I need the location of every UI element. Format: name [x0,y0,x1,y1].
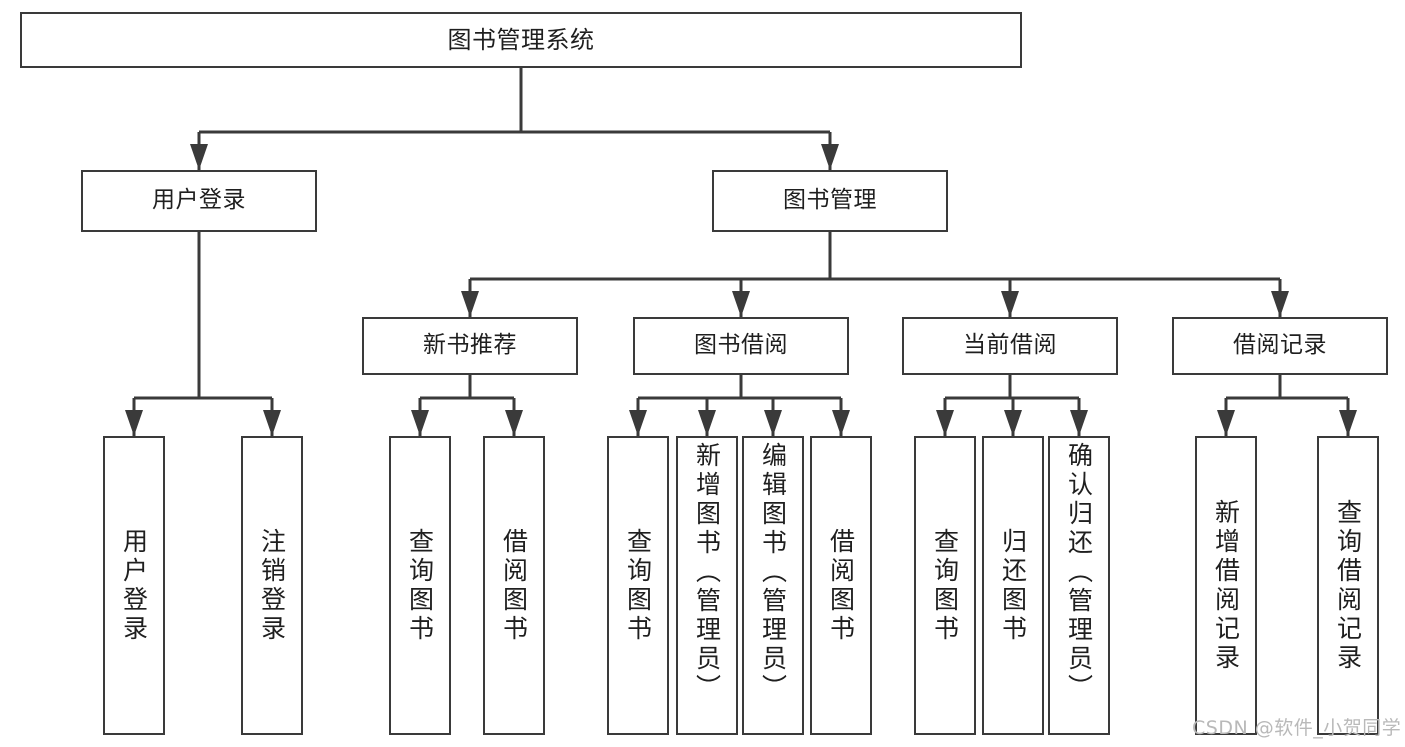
node-label: 查询图书 [405,527,435,644]
node-leaf-new-query: 查询图书 [389,436,451,735]
node-label: 新增借阅记录 [1211,498,1241,673]
node-records: 借阅记录 [1172,317,1388,375]
node-leaf-user-logout: 注销登录 [241,436,303,735]
node-leaf-rec-add: 新增借阅记录 [1195,436,1257,735]
node-label: 用户登录 [119,527,149,644]
node-leaf-borrow-edit: 编辑图书（管理员） [742,436,804,735]
node-label: 当前借阅 [963,332,1057,359]
node-label: 确认归还（管理员） [1064,442,1094,703]
node-label: 图书管理系统 [447,25,595,54]
node-leaf-new-borrow: 借阅图书 [483,436,545,735]
node-label: 借阅图书 [826,527,856,644]
node-leaf-cur-query: 查询图书 [914,436,976,735]
node-label: 查询图书 [930,527,960,644]
node-login: 用户登录 [81,170,317,232]
node-root: 图书管理系统 [20,12,1022,68]
node-label: 新书推荐 [423,332,517,359]
node-leaf-cur-return: 归还图书 [982,436,1044,735]
node-current: 当前借阅 [902,317,1118,375]
node-bookmgmt: 图书管理 [712,170,948,232]
node-label: 借阅记录 [1233,332,1327,359]
node-label: 编辑图书（管理员） [758,442,788,703]
node-label: 注销登录 [257,527,287,644]
node-label: 查询图书 [623,527,653,644]
node-label: 用户登录 [152,187,246,214]
node-leaf-borrow-do: 借阅图书 [810,436,872,735]
node-leaf-cur-confirm: 确认归还（管理员） [1048,436,1110,735]
node-label: 图书借阅 [694,332,788,359]
node-label: 图书管理 [783,187,877,214]
csdn-watermark: CSDN @软件_小贺同学 [1192,717,1402,739]
node-label: 新增图书（管理员） [692,442,722,703]
node-leaf-rec-query: 查询借阅记录 [1317,436,1379,735]
node-label: 归还图书 [998,527,1028,644]
node-leaf-borrow-add: 新增图书（管理员） [676,436,738,735]
node-newbook: 新书推荐 [362,317,578,375]
node-leaf-user-login: 用户登录 [103,436,165,735]
node-leaf-borrow-query: 查询图书 [607,436,669,735]
node-label: 借阅图书 [499,527,529,644]
node-label: 查询借阅记录 [1333,498,1363,673]
node-borrow: 图书借阅 [633,317,849,375]
